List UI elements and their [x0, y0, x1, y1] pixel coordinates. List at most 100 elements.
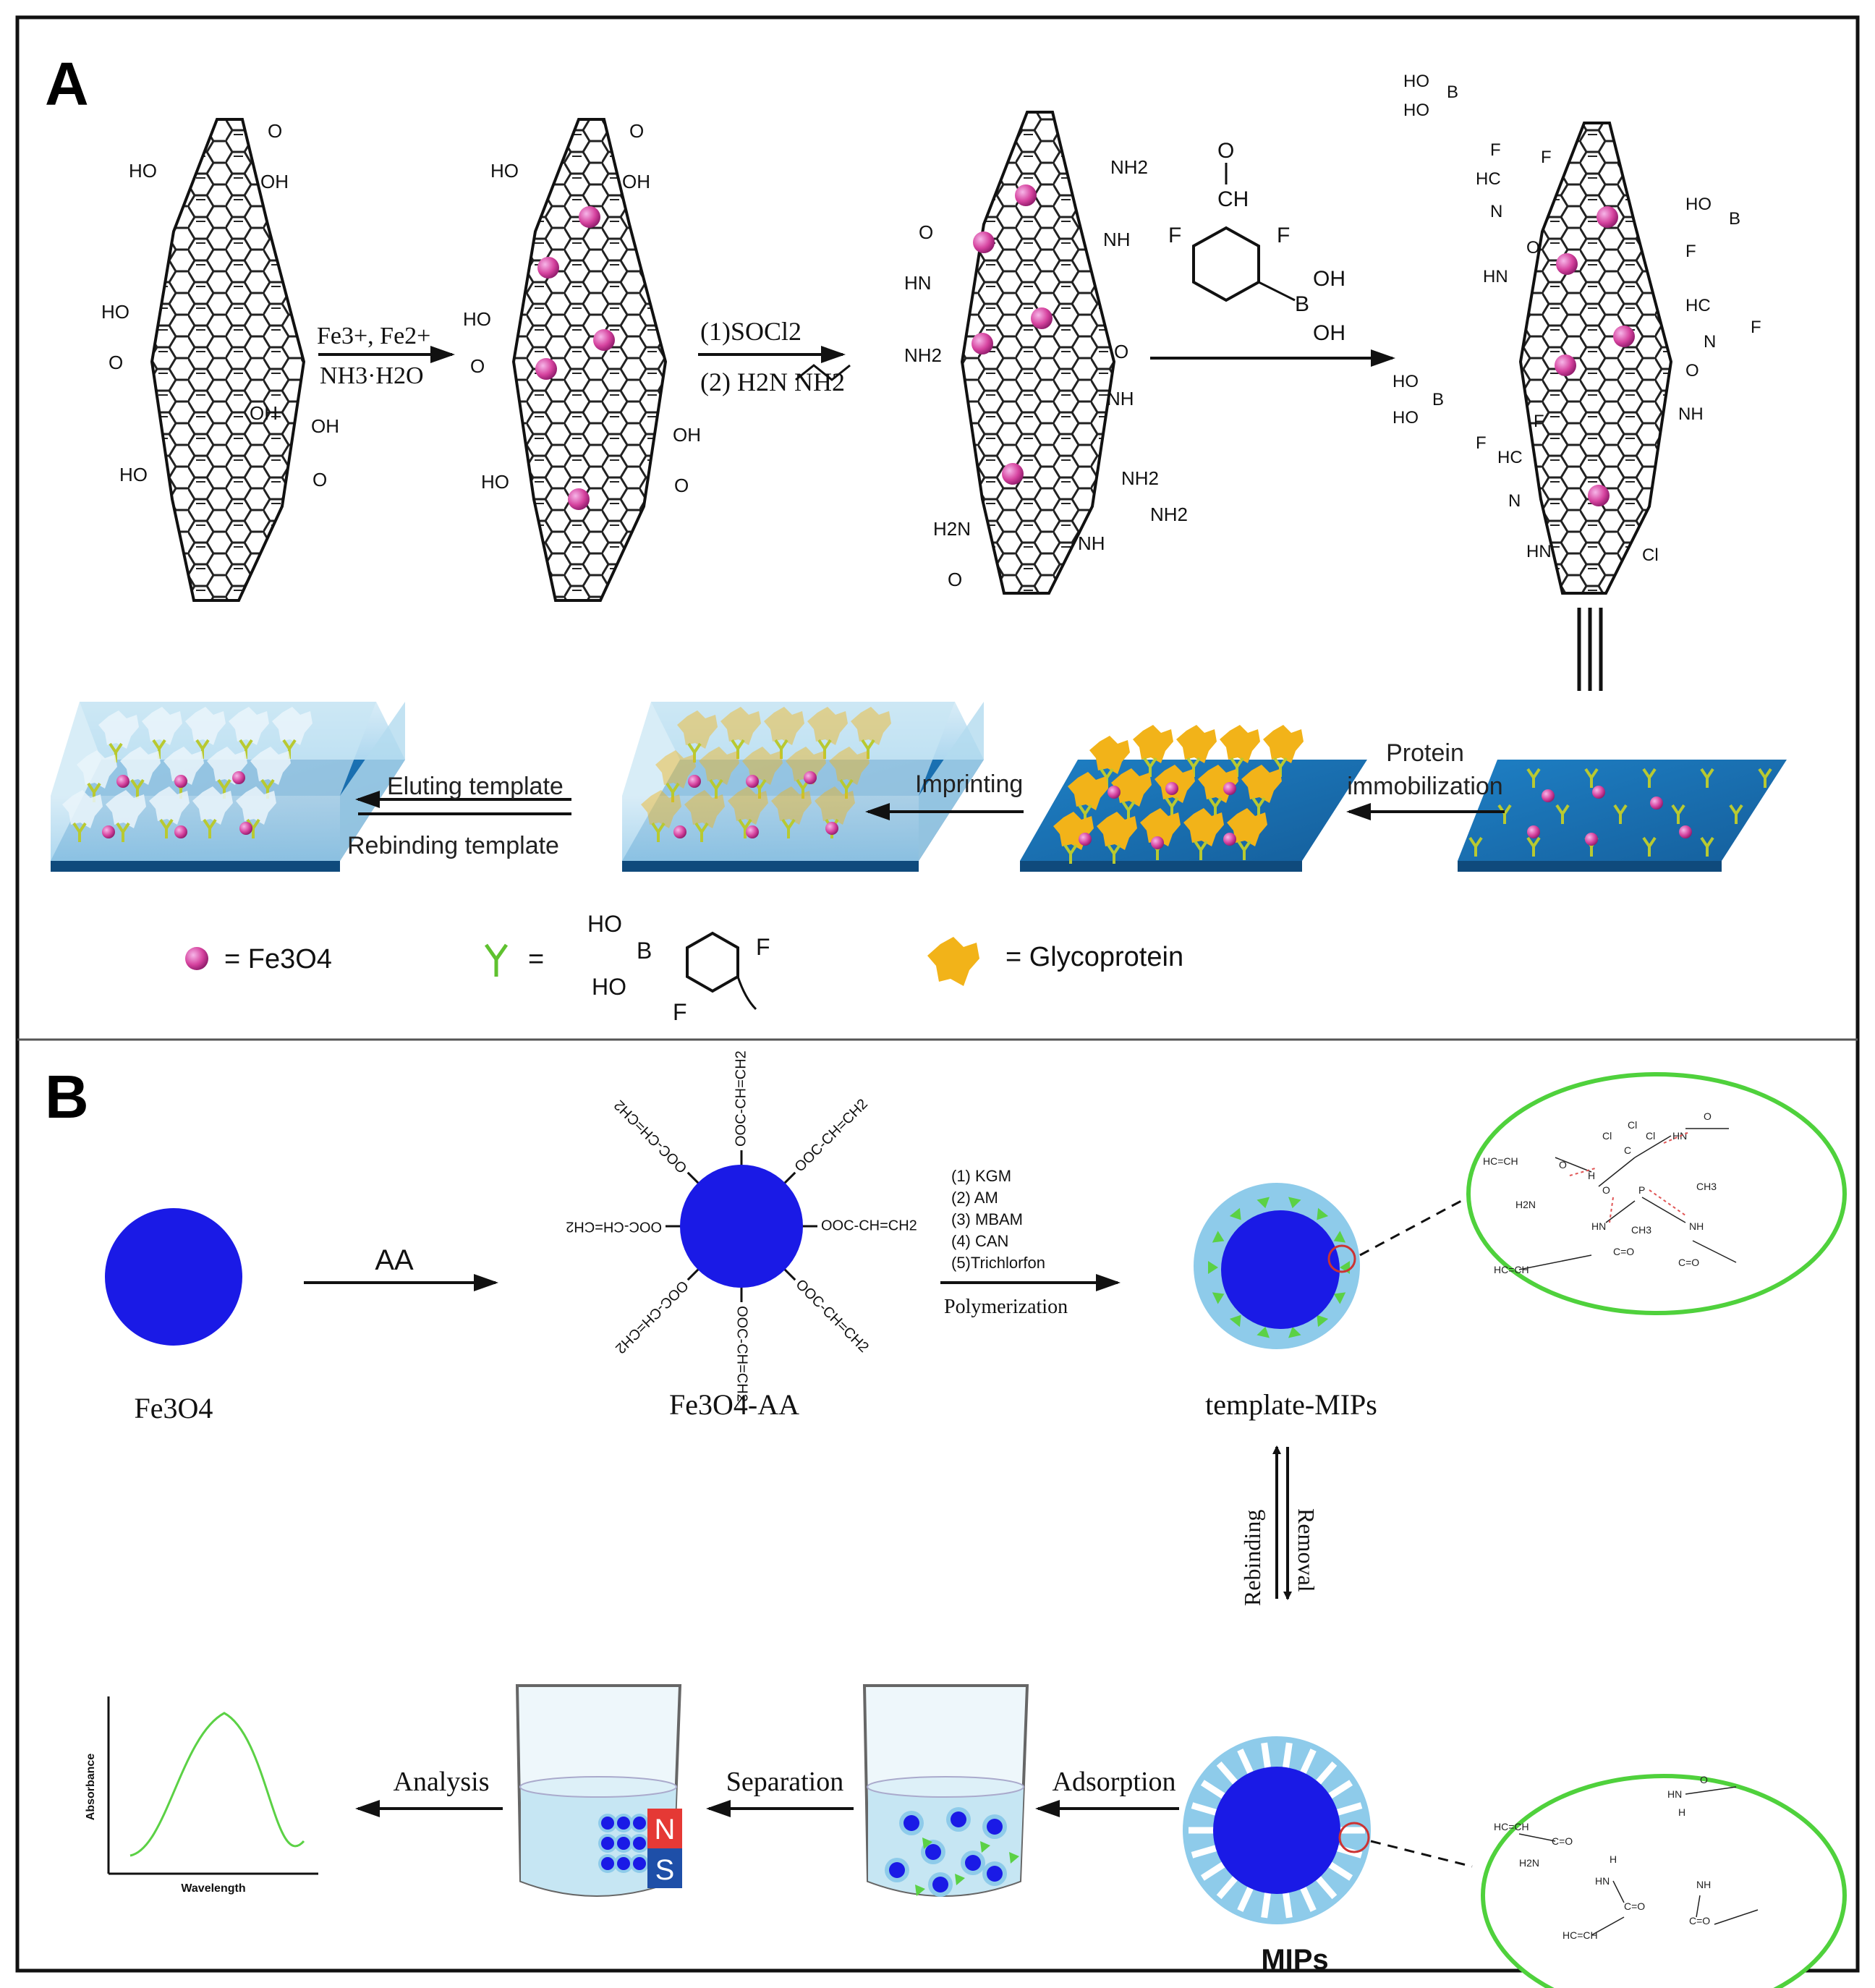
- svg-text:F: F: [673, 999, 687, 1025]
- svg-text:OH: OH: [260, 171, 289, 192]
- mips-cavity: [1216, 1874, 1239, 1900]
- glycoprotein: [655, 750, 696, 789]
- svg-text:B: B: [1447, 82, 1458, 102]
- captured-core: [601, 1857, 614, 1870]
- mips-cavities: [1189, 1742, 1365, 1919]
- svg-text:NH: NH: [1696, 1879, 1711, 1890]
- captured-core: [633, 1817, 646, 1830]
- fe3o4-particle: [825, 822, 838, 835]
- fe3o4-particle: [973, 231, 995, 253]
- fe3o4-particle: [568, 488, 590, 510]
- fe3o4-particle: [1223, 833, 1236, 846]
- mips-core: [932, 1877, 948, 1893]
- zoom-ellipse-mips: HN O H HC=CH C=O H2N H HN C=O HC=CH NH C…: [1481, 1774, 1847, 1988]
- svg-text:(5)Trichlorfon: (5)Trichlorfon: [951, 1254, 1045, 1272]
- svg-text:NH2: NH2: [904, 344, 942, 366]
- glycoprotein: [764, 707, 804, 745]
- svg-text:NH2: NH2: [1150, 504, 1188, 525]
- glycoprotein: [677, 710, 718, 749]
- svg-text:OH: OH: [622, 171, 650, 192]
- svg-text:HO: HO: [101, 301, 129, 323]
- svg-text:O: O: [1526, 238, 1540, 258]
- svg-text:O: O: [1114, 341, 1128, 362]
- fe3o4-particle: [1151, 836, 1164, 849]
- glycoprotein: [684, 790, 725, 828]
- captured-core: [617, 1817, 630, 1830]
- mips-cavity: [1282, 1742, 1293, 1770]
- reaction-arrow-2: (1)SOCl2 (2) H2N NH2: [698, 317, 851, 396]
- mips-cavity: [1314, 1761, 1338, 1786]
- svg-text:O: O: [268, 120, 282, 142]
- imprinting-arrow: Imprinting: [865, 770, 1024, 820]
- graphene-sheet-1: [150, 118, 306, 602]
- svg-text:O: O: [1217, 139, 1234, 163]
- mips-core: [889, 1862, 905, 1878]
- svg-text:B: B: [1432, 390, 1444, 409]
- boronic-ligand: [1642, 836, 1657, 857]
- magnet: N S: [647, 1809, 682, 1888]
- svg-text:C: C: [1624, 1144, 1631, 1156]
- svg-text:(4) CAN: (4) CAN: [951, 1232, 1008, 1250]
- svg-text:F: F: [1168, 224, 1181, 247]
- svg-text:Imprinting: Imprinting: [915, 770, 1023, 798]
- triple-bond-link: [1577, 608, 1603, 691]
- svg-text:HO: HO: [463, 308, 491, 330]
- svg-text:N: N: [655, 1814, 676, 1845]
- svg-text:OH: OH: [673, 424, 701, 446]
- svg-text:OH: OH: [1313, 321, 1345, 345]
- boronic-ligand: [1555, 804, 1570, 824]
- mips-cavity: [1261, 1890, 1272, 1919]
- fe3o4-particle: [102, 825, 115, 838]
- boronic-ligand: [159, 818, 174, 838]
- captured-core: [617, 1837, 630, 1850]
- boronic-ligand: [1613, 804, 1628, 824]
- fe3o4-core-particle: [105, 1208, 242, 1346]
- svg-text:HC: HC: [1685, 296, 1711, 315]
- svg-text:HO: HO: [592, 974, 626, 1000]
- boronic-ligand: [1729, 804, 1743, 824]
- svg-text:H2N: H2N: [1515, 1199, 1536, 1210]
- boronic-ligand: [731, 739, 745, 759]
- boronic-ligand: [694, 822, 709, 842]
- glycoprotein: [699, 747, 739, 785]
- fe3o4-particle: [1650, 797, 1663, 810]
- fe3o4-particle: [1585, 833, 1598, 846]
- glycoprotein-legend-icon: [927, 937, 979, 986]
- legend-fe3o4: = Fe3O4: [185, 944, 332, 974]
- svg-text:O: O: [629, 120, 644, 142]
- sheet-2-groups: HO OH O HO O HO OH O: [463, 120, 701, 496]
- fe3o4-particle: [1002, 463, 1024, 485]
- svg-text:O: O: [470, 355, 485, 377]
- free-template: [915, 1885, 925, 1896]
- boronic-ligand: [738, 818, 752, 838]
- boronic-ligand: [651, 822, 666, 842]
- graphene-sheet-3: [960, 111, 1116, 595]
- svg-text:Adsorption: Adsorption: [1053, 1767, 1176, 1797]
- svg-text:Cl: Cl: [1642, 545, 1659, 565]
- svg-text:O: O: [312, 469, 327, 490]
- free-template: [980, 1841, 990, 1853]
- template-triangle: [1257, 1197, 1270, 1209]
- boronic-ligand: [1143, 757, 1157, 777]
- svg-text:C=O: C=O: [1552, 1835, 1573, 1847]
- svg-text:F: F: [1490, 140, 1501, 160]
- boronic-ligand: [1671, 804, 1685, 824]
- fe3o4-particle: [1107, 786, 1121, 799]
- separation-arrow: Separation: [706, 1767, 854, 1817]
- outer-frame: [15, 15, 1860, 1973]
- svg-text:O: O: [674, 475, 689, 496]
- template-mips-label: template-MIPs: [1205, 1388, 1377, 1421]
- svg-text:HO: HO: [1403, 72, 1429, 91]
- fe3o4-particle: [116, 775, 129, 788]
- ray-label: OOC-CH=CH2: [791, 1096, 870, 1175]
- svg-text:HO: HO: [1393, 372, 1419, 391]
- svg-text:AA: AA: [375, 1244, 414, 1276]
- svg-text:Analysis: Analysis: [394, 1767, 490, 1797]
- fe3o4-particle: [1592, 786, 1605, 799]
- imprinted-cavity: [120, 747, 161, 785]
- glycoprotein: [1089, 736, 1130, 774]
- fe3o4-particle: [174, 775, 187, 788]
- template-triangle: [1317, 1207, 1329, 1220]
- template-triangle: [1212, 1231, 1225, 1243]
